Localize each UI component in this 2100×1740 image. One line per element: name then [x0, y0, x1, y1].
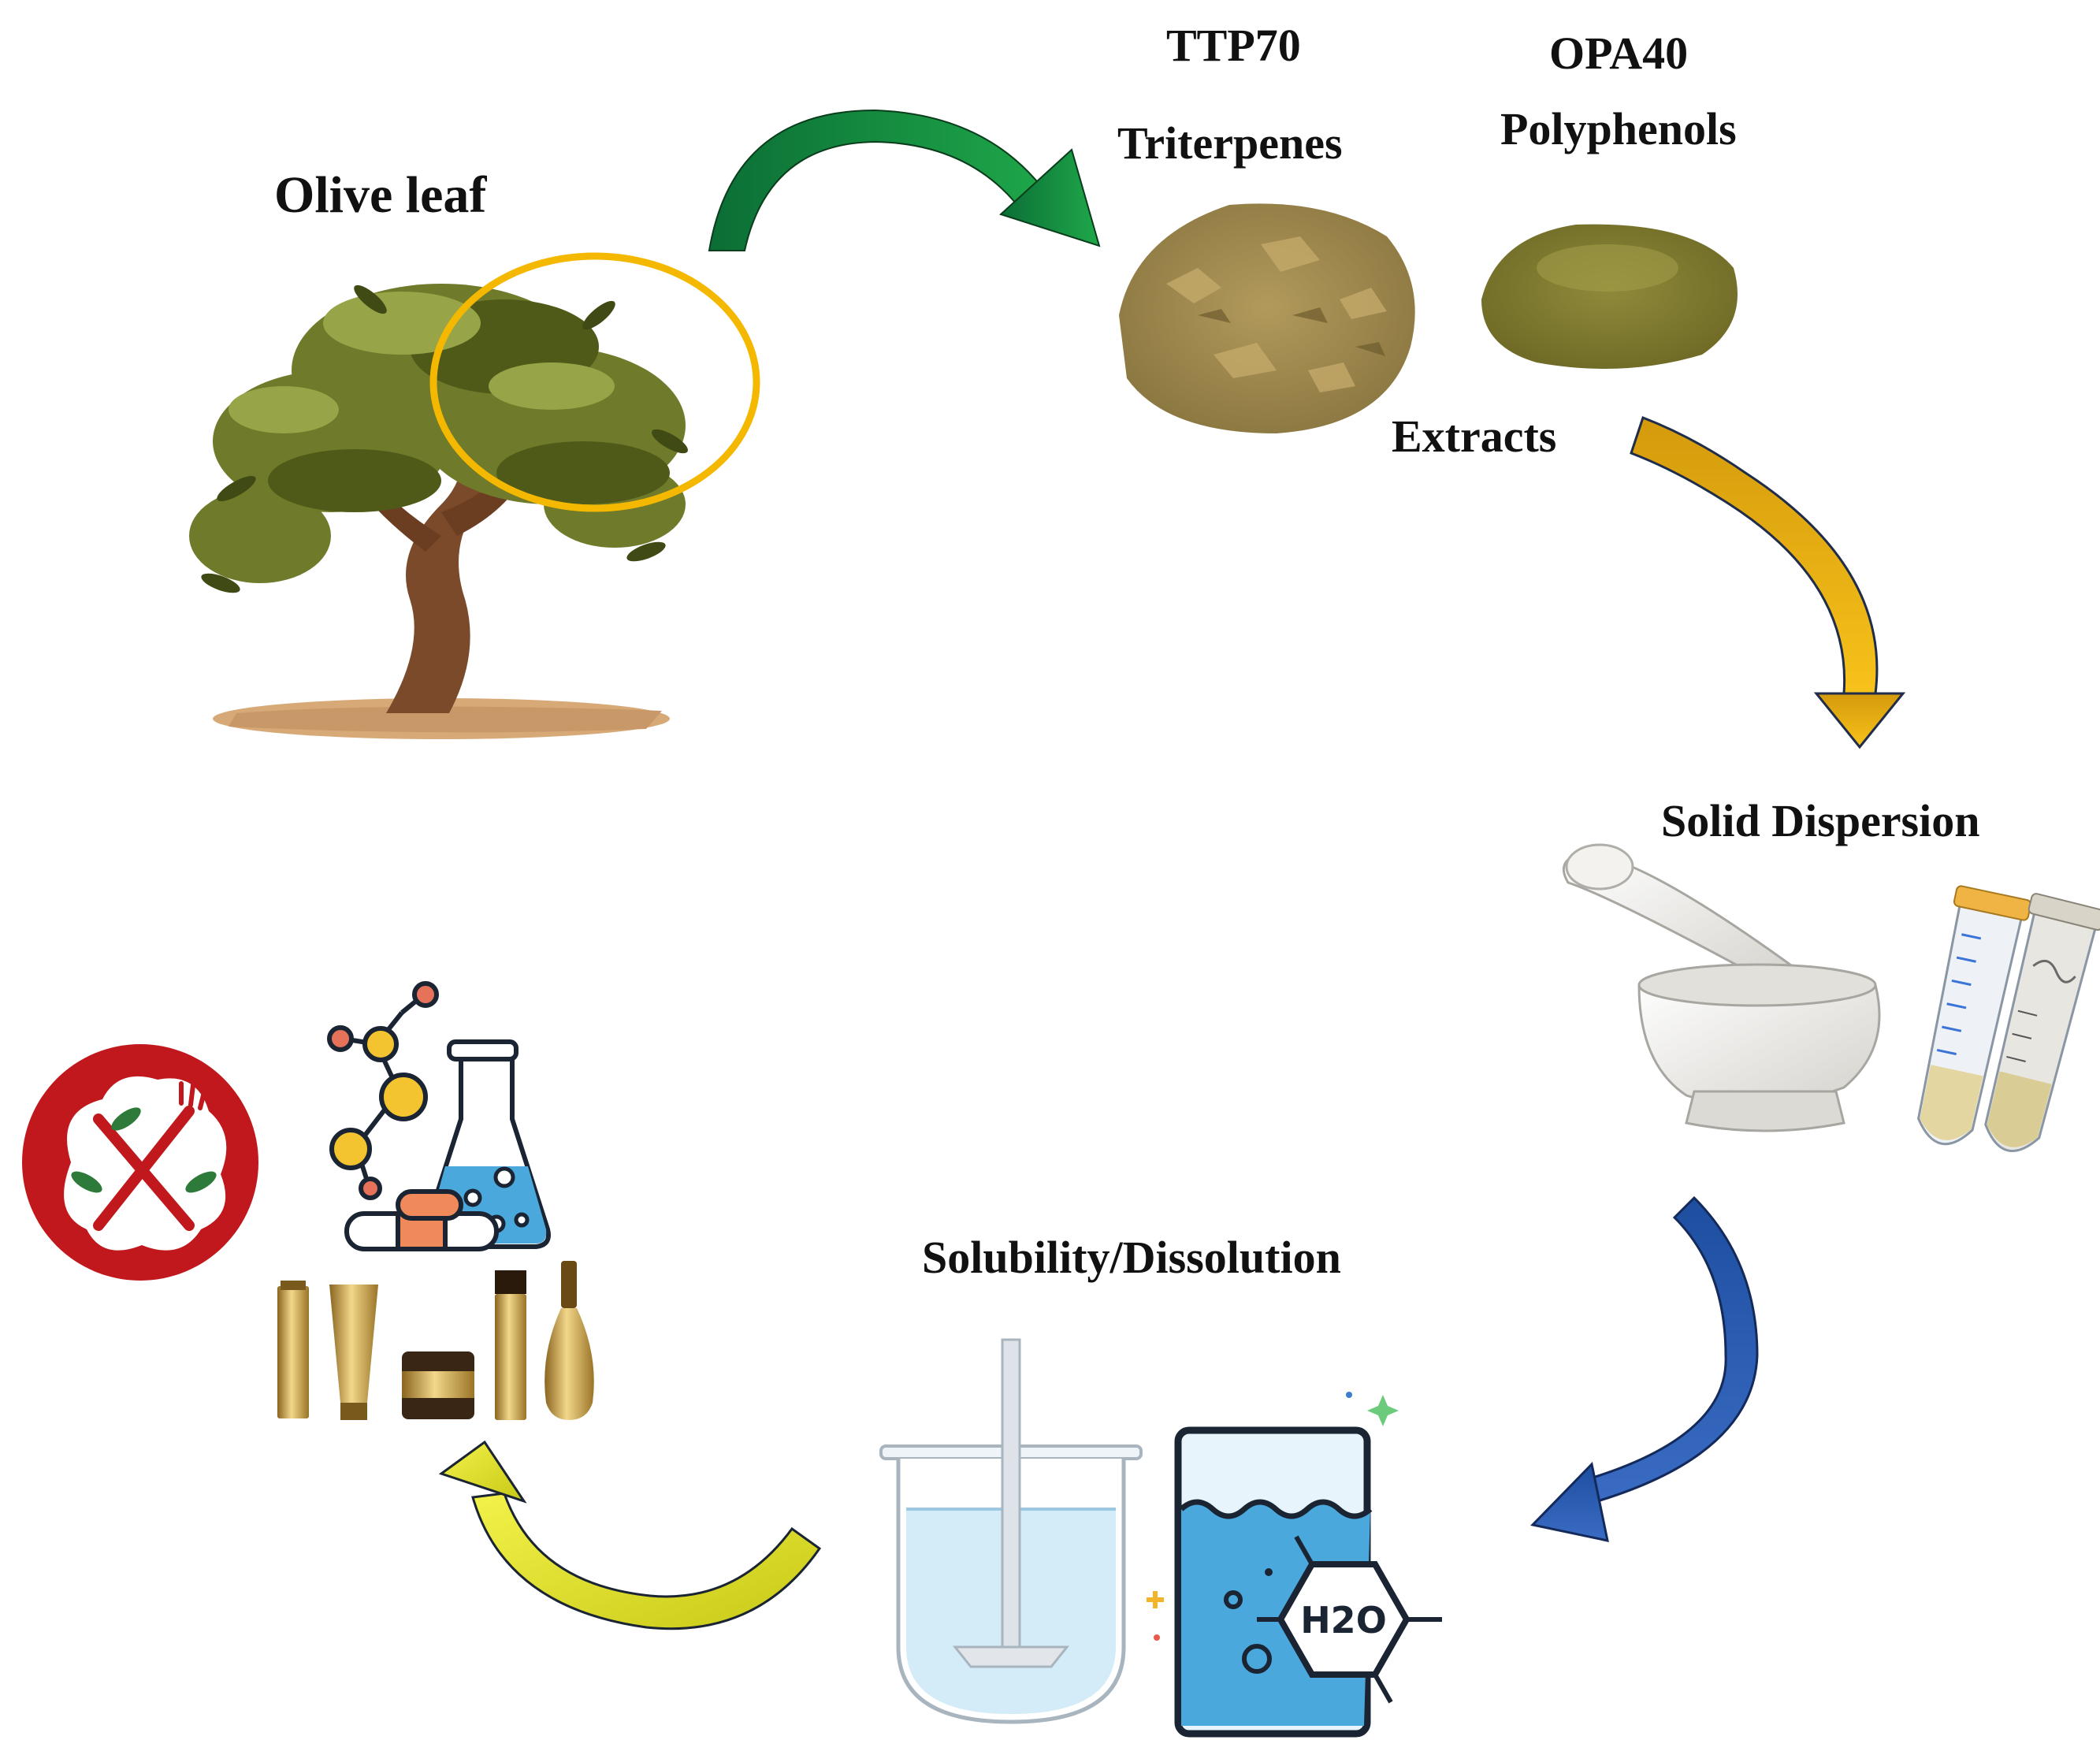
- cosmetics-icon: [277, 1261, 594, 1420]
- polyphenols-label: Polyphenols: [1500, 103, 1737, 154]
- triterpenes-label: Triterpenes: [1117, 117, 1343, 169]
- powder-icon: [1481, 224, 1738, 369]
- water-beaker-icon: H2O: [1147, 1392, 1442, 1738]
- powder-icon: [1119, 203, 1415, 433]
- stirred-vessel-icon: [879, 1338, 1143, 1724]
- olive-leaf-label: Olive leaf: [274, 166, 487, 224]
- extracts-label: Extracts: [1392, 411, 1557, 462]
- h2o-label: H2O: [1300, 1599, 1387, 1641]
- centrifuge-tube-icon: [1917, 885, 2100, 1152]
- arrow-dissolution-to-applications: [438, 1440, 822, 1630]
- mortar-pestle-icon: [1562, 843, 1881, 1132]
- arrow-extracts-to-dispersion: [1630, 416, 1906, 749]
- opa40-label: OPA40: [1549, 28, 1689, 79]
- arrow-dispersion-to-dissolution: [1530, 1195, 1759, 1542]
- capsule-icon: [344, 1189, 499, 1251]
- molecule-icon: [327, 981, 439, 1200]
- solubility-dissolution-label: Solubility/Dissolution: [922, 1232, 1341, 1283]
- solid-dispersion-label: Solid Dispersion: [1661, 795, 1980, 846]
- arrow-tree-to-extracts: [708, 109, 1101, 251]
- olive-tree-icon: [189, 284, 688, 739]
- highlight-circle: [429, 252, 760, 512]
- ttp70-label: TTP70: [1166, 20, 1301, 71]
- no-food-icon: [22, 1044, 258, 1281]
